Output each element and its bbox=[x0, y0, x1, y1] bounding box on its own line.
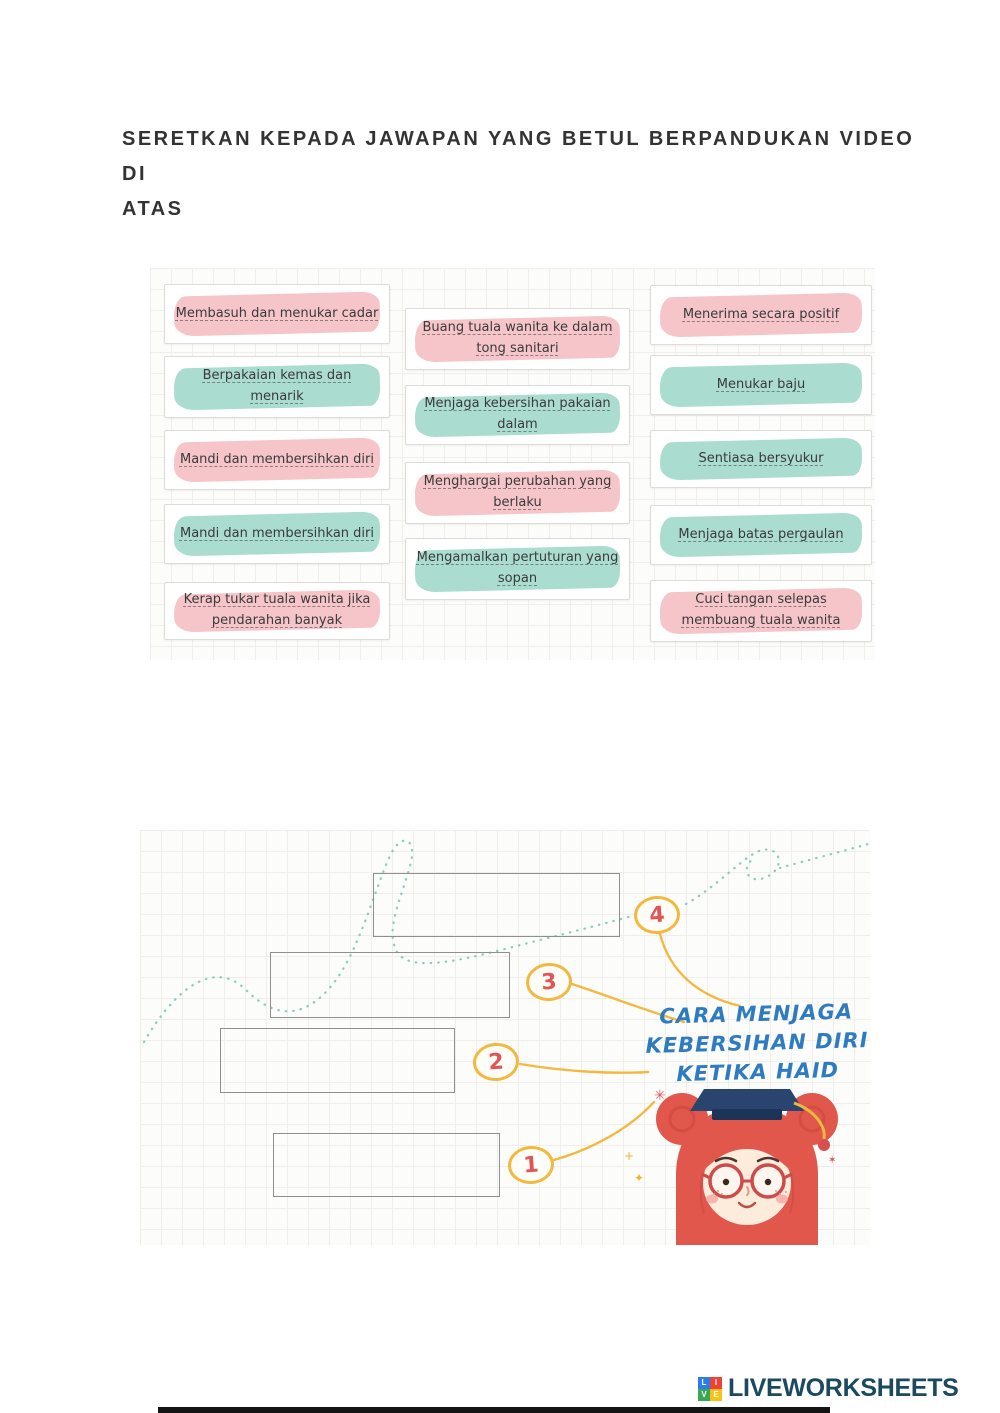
drag-card[interactable]: Menerima secara positif bbox=[650, 285, 872, 345]
drag-card[interactable]: Buang tuala wanita ke dalam tong sanitar… bbox=[405, 308, 630, 370]
drop-slot-step-4[interactable] bbox=[373, 873, 620, 937]
drop-slot-step-1[interactable] bbox=[273, 1133, 500, 1197]
drag-card-label: Cuci tangan selepas membuang tuala wanit… bbox=[681, 592, 841, 628]
step-number-2: 2 bbox=[471, 1041, 521, 1083]
svg-text:✶: ✶ bbox=[828, 1155, 836, 1166]
drag-card[interactable]: Menjaga kebersihan pakaian dalam bbox=[405, 385, 630, 445]
drag-card[interactable]: Berpakaian kemas dan menarik bbox=[164, 356, 390, 418]
answer-board: ✳ ✦ + 4 3 2 1 CARA MENJAGA KEBERSIHAN DI… bbox=[140, 830, 870, 1245]
liveworksheets-brand[interactable]: L I V E LIVEWORKSHEETS bbox=[698, 1374, 959, 1403]
instruction-line-1: SERETKAN KEPADA JAWAPAN YANG BETUL BERPA… bbox=[122, 128, 915, 185]
drag-card-label: Menjaga batas pergaulan bbox=[678, 526, 844, 542]
drag-card-label: Mandi dan membersihkan diri bbox=[179, 525, 374, 541]
drag-card[interactable]: Membasuh dan menukar cadar bbox=[164, 284, 390, 344]
drag-card-label: Buang tuala wanita ke dalam tong sanitar… bbox=[422, 320, 613, 356]
liveworksheets-logo-icon: L I V E bbox=[698, 1376, 722, 1401]
sparkle-icon: ✦ bbox=[634, 1171, 644, 1185]
drag-card[interactable]: Mandi dan membersihkan diri bbox=[164, 504, 390, 564]
drag-card[interactable]: Menjaga batas pergaulan bbox=[650, 505, 872, 565]
drag-card-label: Menghargai perubahan yang berlaku bbox=[423, 474, 612, 510]
drag-card-label: Membasuh dan menukar cadar bbox=[175, 305, 379, 321]
drag-card[interactable]: Cuci tangan selepas membuang tuala wanit… bbox=[650, 580, 872, 642]
drag-card[interactable]: Mandi dan membersihkan diri bbox=[164, 430, 390, 490]
instruction-text: SERETKAN KEPADA JAWAPAN YANG BETUL BERPA… bbox=[122, 122, 932, 227]
step-number-1: 1 bbox=[506, 1144, 556, 1186]
instruction-line-2: ATAS bbox=[122, 198, 184, 220]
drag-card-label: Menerima secara positif bbox=[682, 306, 840, 322]
answer-title-line-2: KEBERSIHAN DIRI bbox=[645, 1028, 869, 1058]
drag-card-label: Mengamalkan pertuturan yang sopan bbox=[416, 550, 619, 586]
drag-card[interactable]: Menghargai perubahan yang berlaku bbox=[405, 462, 630, 524]
drop-slot-step-3[interactable] bbox=[270, 952, 510, 1018]
drop-slot-step-2[interactable] bbox=[220, 1028, 455, 1093]
drag-card-label: Mandi dan membersihkan diri bbox=[179, 451, 374, 467]
plus-sparkle-icon: + bbox=[624, 1149, 634, 1163]
drag-card-label: Sentiasa bersyukur bbox=[698, 450, 824, 466]
drag-card-label: Menjaga kebersihan pakaian dalam bbox=[424, 396, 611, 432]
step-number-4: 4 bbox=[632, 894, 682, 936]
bottom-divider bbox=[158, 1407, 830, 1413]
drag-card[interactable]: Mengamalkan pertuturan yang sopan bbox=[405, 538, 630, 600]
drag-card-label: Menukar baju bbox=[716, 376, 806, 392]
drag-card[interactable]: Kerap tukar tuala wanita jika pendarahan… bbox=[164, 582, 390, 640]
drag-card-label: Kerap tukar tuala wanita jika pendarahan… bbox=[183, 592, 371, 628]
girl-illustration: ✶ bbox=[656, 1089, 838, 1245]
drag-card-label: Berpakaian kemas dan menarik bbox=[202, 368, 352, 404]
drag-card[interactable]: Sentiasa bersyukur bbox=[650, 430, 872, 488]
brand-wordmark: LIVEWORKSHEETS bbox=[728, 1374, 959, 1402]
drag-card[interactable]: Menukar baju bbox=[650, 355, 872, 415]
step-number-3: 3 bbox=[524, 961, 574, 1003]
draggables-board: Membasuh dan menukar cadar Berpakaian ke… bbox=[150, 268, 875, 660]
